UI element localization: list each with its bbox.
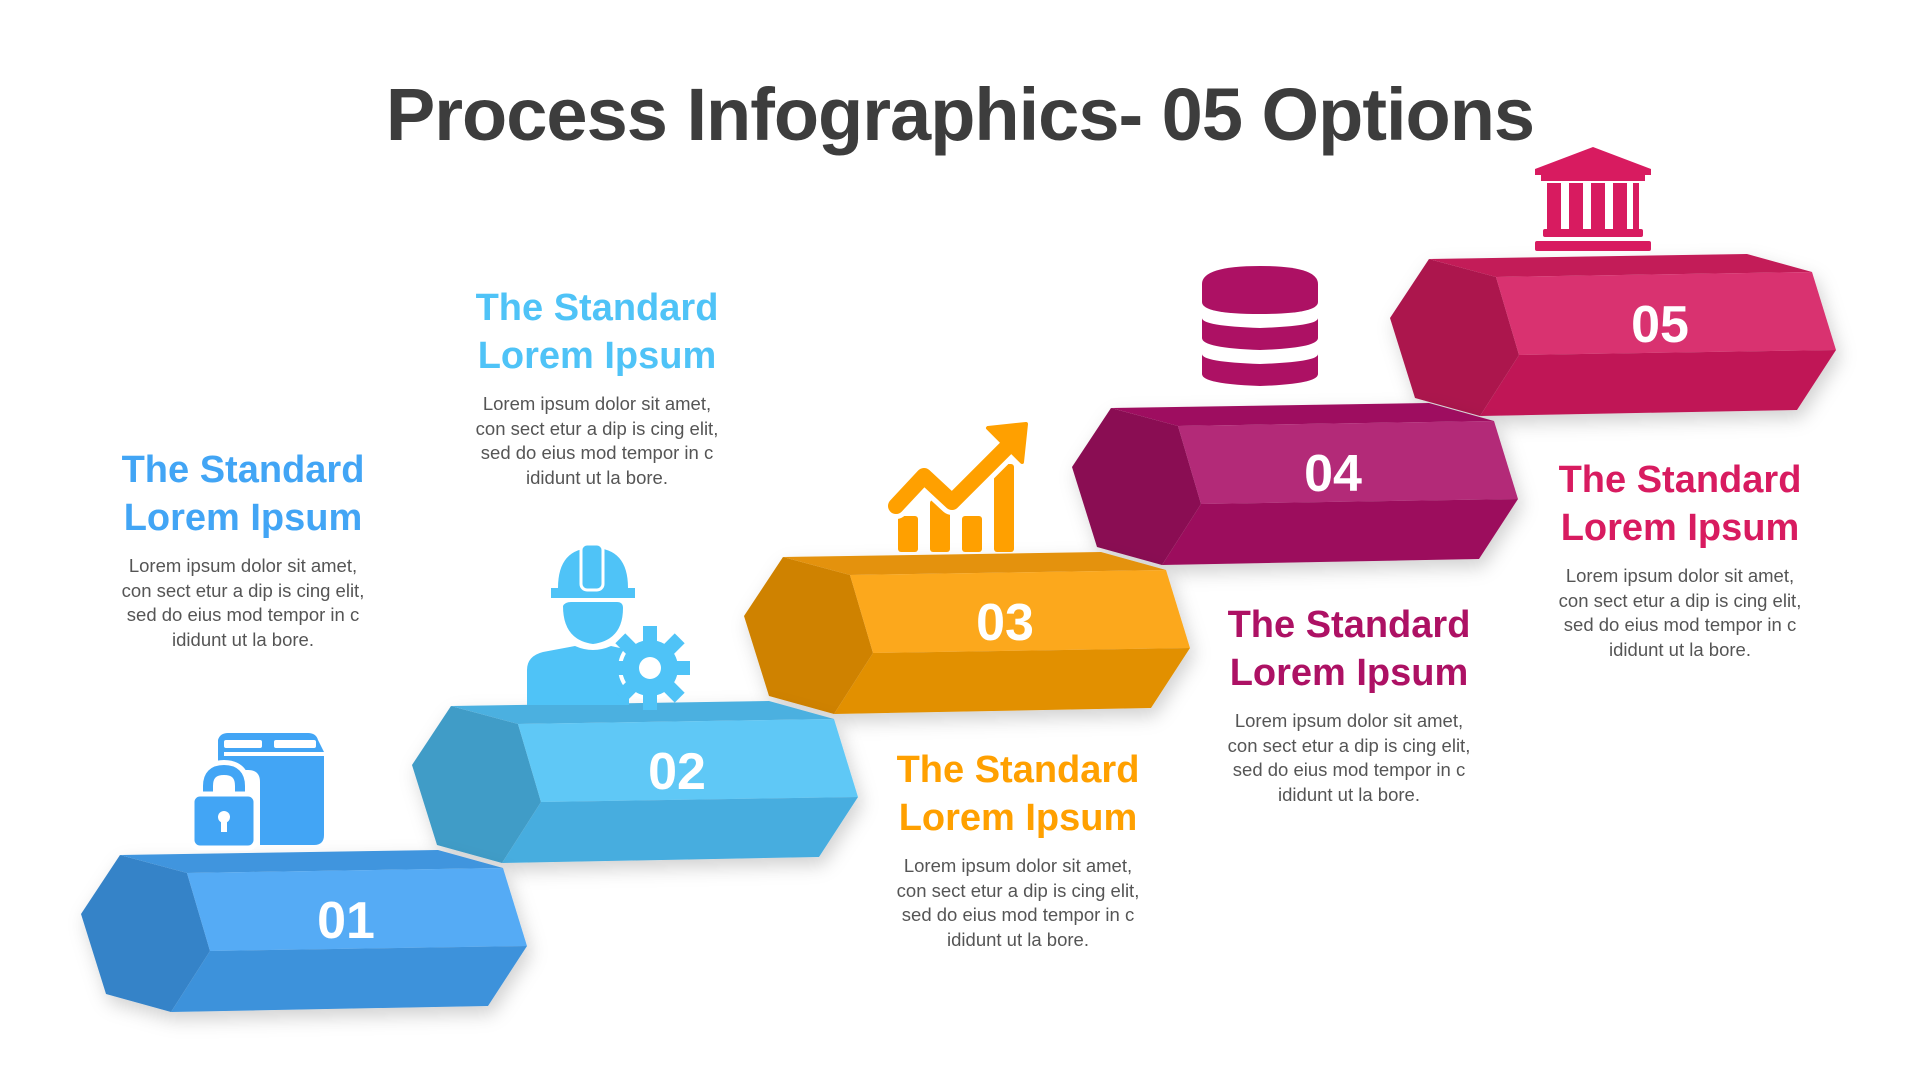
heading-line-1: The Standard [121,449,365,491]
step-05-heading: The Standard Lorem Ipsum [1530,456,1830,552]
step-04-text: The Standard Lorem Ipsum Lorem ipsum dol… [1199,601,1499,807]
step-number-04: 04 [1304,445,1362,503]
heading-line-1: The Standard [896,749,1140,791]
block-01 [81,850,527,1012]
box-lock-icon [189,733,324,851]
bank-icon [1535,147,1651,251]
heading-line-1: The Standard [475,287,719,329]
description-line: sed do eius mod tempor in c [1563,614,1797,635]
block-05 [1390,254,1836,416]
step-01-text: The Standard Lorem Ipsum Lorem ipsum dol… [93,446,393,652]
heading-line-1: The Standard [1558,459,1802,501]
step-04-description: Lorem ipsum dolor sit amet, con sect etu… [1199,709,1499,807]
step-02-text: The Standard Lorem Ipsum Lorem ipsum dol… [447,284,747,490]
step-number-01: 01 [317,892,375,950]
step-number-03: 03 [976,594,1034,652]
description-line: Lorem ipsum dolor sit amet, [1234,710,1464,731]
block-04 [1072,403,1518,565]
heading-line-2: Lorem Ipsum [477,335,717,377]
step-03-description: Lorem ipsum dolor sit amet, con sect etu… [868,854,1168,952]
description-line: Lorem ipsum dolor sit amet, [1565,565,1795,586]
block-03 [744,552,1190,714]
growth-chart-icon [888,422,1028,552]
heading-line-2: Lorem Ipsum [123,497,363,539]
heading-line-2: Lorem Ipsum [1229,652,1469,694]
description-line: sed do eius mod tempor in c [126,604,360,625]
description-line: con sect etur a dip is cing elit, [1227,734,1471,756]
description-line: con sect etur a dip is cing elit, [121,579,365,601]
step-02-description: Lorem ipsum dolor sit amet, con sect etu… [447,392,747,490]
heading-line-2: Lorem Ipsum [1560,507,1800,549]
step-03-heading: The Standard Lorem Ipsum [868,746,1168,842]
step-03-text: The Standard Lorem Ipsum Lorem ipsum dol… [868,746,1168,952]
page-title: Process Infographics- 05 Options [385,73,1535,156]
step-05-text: The Standard Lorem Ipsum Lorem ipsum dol… [1530,456,1830,662]
description-line: Lorem ipsum dolor sit amet, [128,555,358,576]
step-04-heading: The Standard Lorem Ipsum [1199,601,1499,697]
description-line: ididunt ut la bore. [1278,783,1420,805]
step-number-05: 05 [1631,296,1689,354]
description-line: ididunt ut la bore. [1609,638,1751,660]
step-01-description: Lorem ipsum dolor sit amet, con sect etu… [93,554,393,652]
worker-gear-icon [527,542,690,710]
description-line: con sect etur a dip is cing elit, [1558,589,1802,611]
description-line: sed do eius mod tempor in c [1232,759,1466,780]
description-line: Lorem ipsum dolor sit amet, [482,393,712,414]
gear-icon [608,626,690,710]
description-line: ididunt ut la bore. [172,628,314,650]
description-line: ididunt ut la bore. [947,928,1089,950]
description-line: ididunt ut la bore. [526,466,668,488]
step-02-heading: The Standard Lorem Ipsum [447,284,747,380]
heading-line-2: Lorem Ipsum [898,797,1138,839]
description-line: sed do eius mod tempor in c [480,442,714,463]
block-02 [412,701,858,863]
description-line: con sect etur a dip is cing elit, [475,417,719,439]
description-line: sed do eius mod tempor in c [901,904,1135,925]
step-number-02: 02 [648,743,706,801]
description-line: Lorem ipsum dolor sit amet, [903,855,1133,876]
database-icon [1202,266,1318,386]
step-01-heading: The Standard Lorem Ipsum [93,446,393,542]
heading-line-1: The Standard [1227,604,1471,646]
description-line: con sect etur a dip is cing elit, [896,879,1140,901]
step-05-description: Lorem ipsum dolor sit amet, con sect etu… [1530,564,1830,662]
